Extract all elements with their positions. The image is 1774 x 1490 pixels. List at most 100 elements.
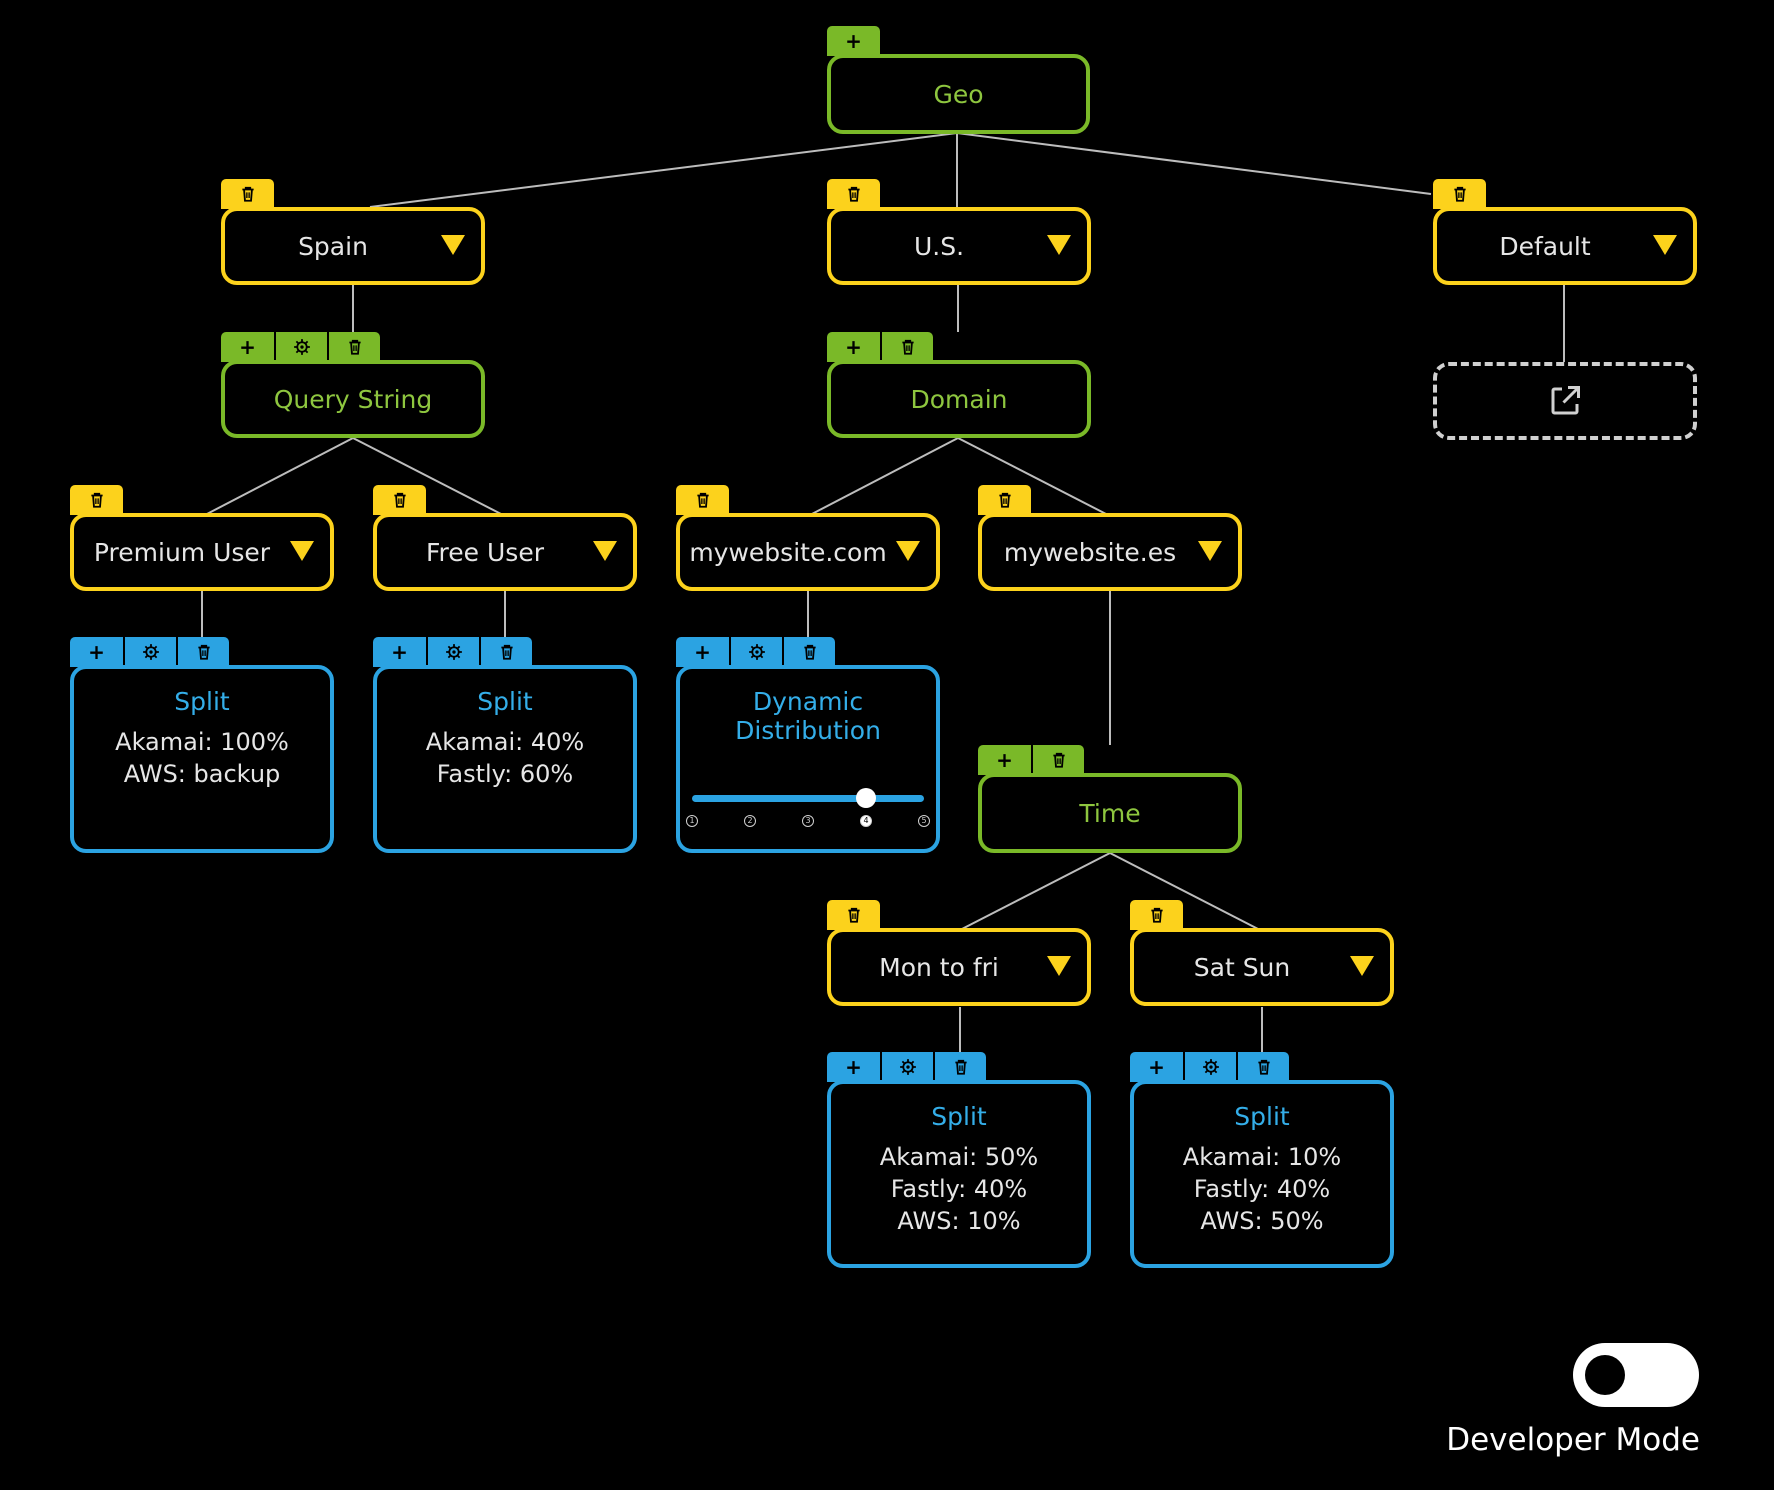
delete-button[interactable] bbox=[782, 637, 835, 667]
sat-sun-condition-box[interactable]: Sat Sun bbox=[1130, 928, 1394, 1006]
split-action-box[interactable]: Split Akamai: 10% Fastly: 40% AWS: 50% bbox=[1130, 1080, 1394, 1268]
add-button[interactable]: + bbox=[70, 637, 123, 667]
trash-icon bbox=[500, 644, 513, 660]
caret-down-icon[interactable] bbox=[1653, 235, 1677, 255]
trash-icon bbox=[901, 339, 914, 355]
node-toolbar: + bbox=[373, 637, 532, 667]
trash-icon bbox=[1257, 1059, 1270, 1075]
delete-button[interactable] bbox=[479, 637, 532, 667]
node-label: Domain bbox=[910, 384, 1008, 414]
time-rule-box[interactable]: Time bbox=[978, 773, 1242, 853]
add-button[interactable]: + bbox=[676, 637, 729, 667]
slider-track[interactable] bbox=[692, 795, 924, 802]
add-button[interactable]: + bbox=[1130, 1052, 1183, 1082]
action-detail-line: Fastly: 40% bbox=[1193, 1175, 1331, 1203]
node-label: mywebsite.es bbox=[1003, 537, 1177, 567]
node-label: Sat Sun bbox=[1193, 952, 1291, 982]
trash-icon bbox=[1150, 907, 1163, 923]
slider-step-1[interactable]: 1 bbox=[686, 815, 698, 827]
node-toolbar bbox=[827, 900, 880, 930]
developer-mode-toggle[interactable] bbox=[1573, 1343, 1699, 1407]
domain-rule-box[interactable]: Domain bbox=[827, 360, 1091, 438]
delete-button[interactable] bbox=[1031, 745, 1084, 775]
action-title: Dynamic Distribution bbox=[735, 687, 881, 745]
action-title: Split bbox=[1234, 1102, 1290, 1131]
slider-step-2[interactable]: 2 bbox=[744, 815, 756, 827]
default-condition-box[interactable]: Default bbox=[1433, 207, 1697, 285]
split-action-box[interactable]: Split Akamai: 100% AWS: backup bbox=[70, 665, 334, 853]
delete-button[interactable] bbox=[676, 485, 729, 515]
delete-button[interactable] bbox=[373, 485, 426, 515]
caret-down-icon[interactable] bbox=[1350, 956, 1374, 976]
node-label: Query String bbox=[273, 384, 433, 414]
delete-button[interactable] bbox=[978, 485, 1031, 515]
delete-button[interactable] bbox=[176, 637, 229, 667]
plus-icon: + bbox=[845, 1055, 862, 1079]
mon-to-fri-condition-box[interactable]: Mon to fri bbox=[827, 928, 1091, 1006]
dynamic-distribution-box[interactable]: Dynamic Distribution 1 2 3 4 5 bbox=[676, 665, 940, 853]
plus-icon: + bbox=[391, 640, 408, 664]
delete-button[interactable] bbox=[70, 485, 123, 515]
split-action-box[interactable]: Split Akamai: 40% Fastly: 60% bbox=[373, 665, 637, 853]
free-user-condition-box[interactable]: Free User bbox=[373, 513, 637, 591]
add-button[interactable]: + bbox=[827, 26, 880, 56]
split-action-box[interactable]: Split Akamai: 50% Fastly: 40% AWS: 10% bbox=[827, 1080, 1091, 1268]
us-condition-box[interactable]: U.S. bbox=[827, 207, 1091, 285]
add-button[interactable]: + bbox=[827, 332, 880, 362]
add-button[interactable]: + bbox=[827, 1052, 880, 1082]
caret-down-icon[interactable] bbox=[441, 235, 465, 255]
geo-rule-box[interactable]: Geo bbox=[827, 54, 1090, 134]
node-label: Free User bbox=[426, 537, 544, 567]
settings-button[interactable] bbox=[880, 1052, 933, 1082]
caret-down-icon[interactable] bbox=[896, 541, 920, 561]
delete-button[interactable] bbox=[880, 332, 933, 362]
gear-icon bbox=[748, 644, 765, 660]
add-button[interactable]: + bbox=[221, 332, 274, 362]
caret-down-icon[interactable] bbox=[593, 541, 617, 561]
delete-button[interactable] bbox=[1130, 900, 1183, 930]
delete-button[interactable] bbox=[327, 332, 380, 362]
mywebsite-com-condition-box[interactable]: mywebsite.com bbox=[676, 513, 940, 591]
premium-user-condition-box[interactable]: Premium User bbox=[70, 513, 334, 591]
delete-button[interactable] bbox=[933, 1052, 986, 1082]
plus-icon: + bbox=[845, 335, 862, 359]
settings-button[interactable] bbox=[729, 637, 782, 667]
slider-thumb[interactable] bbox=[856, 788, 876, 808]
add-button[interactable]: + bbox=[978, 745, 1031, 775]
distribution-slider[interactable]: 1 2 3 4 5 bbox=[686, 787, 930, 831]
trash-icon bbox=[998, 492, 1011, 508]
slider-step-4[interactable]: 4 bbox=[860, 815, 872, 827]
plus-icon: + bbox=[88, 640, 105, 664]
caret-down-icon[interactable] bbox=[1047, 956, 1071, 976]
delete-button[interactable] bbox=[221, 179, 274, 209]
delete-button[interactable] bbox=[827, 900, 880, 930]
caret-down-icon[interactable] bbox=[1047, 235, 1071, 255]
trash-icon bbox=[197, 644, 210, 660]
node-label: Premium User bbox=[93, 537, 271, 567]
query-string-rule-box[interactable]: Query String bbox=[221, 360, 485, 438]
add-action-placeholder[interactable] bbox=[1433, 362, 1697, 440]
settings-button[interactable] bbox=[426, 637, 479, 667]
settings-button[interactable] bbox=[123, 637, 176, 667]
slider-step-3[interactable]: 3 bbox=[802, 815, 814, 827]
trash-icon bbox=[847, 907, 860, 923]
gear-icon bbox=[899, 1059, 916, 1075]
mywebsite-es-condition-box[interactable]: mywebsite.es bbox=[978, 513, 1242, 591]
delete-button[interactable] bbox=[1433, 179, 1486, 209]
action-detail-line: Akamai: 40% bbox=[425, 728, 585, 756]
action-detail-line: AWS: 50% bbox=[1200, 1207, 1324, 1235]
settings-button[interactable] bbox=[1183, 1052, 1236, 1082]
slider-step-5[interactable]: 5 bbox=[918, 815, 930, 827]
add-button[interactable]: + bbox=[373, 637, 426, 667]
node-label: Spain bbox=[298, 231, 368, 261]
caret-down-icon[interactable] bbox=[1198, 541, 1222, 561]
node-toolbar: + bbox=[978, 745, 1084, 775]
node-toolbar: + bbox=[221, 332, 380, 362]
settings-button[interactable] bbox=[274, 332, 327, 362]
spain-condition-box[interactable]: Spain bbox=[221, 207, 485, 285]
delete-button[interactable] bbox=[1236, 1052, 1289, 1082]
caret-down-icon[interactable] bbox=[290, 541, 314, 561]
gear-icon bbox=[445, 644, 462, 660]
delete-button[interactable] bbox=[827, 179, 880, 209]
